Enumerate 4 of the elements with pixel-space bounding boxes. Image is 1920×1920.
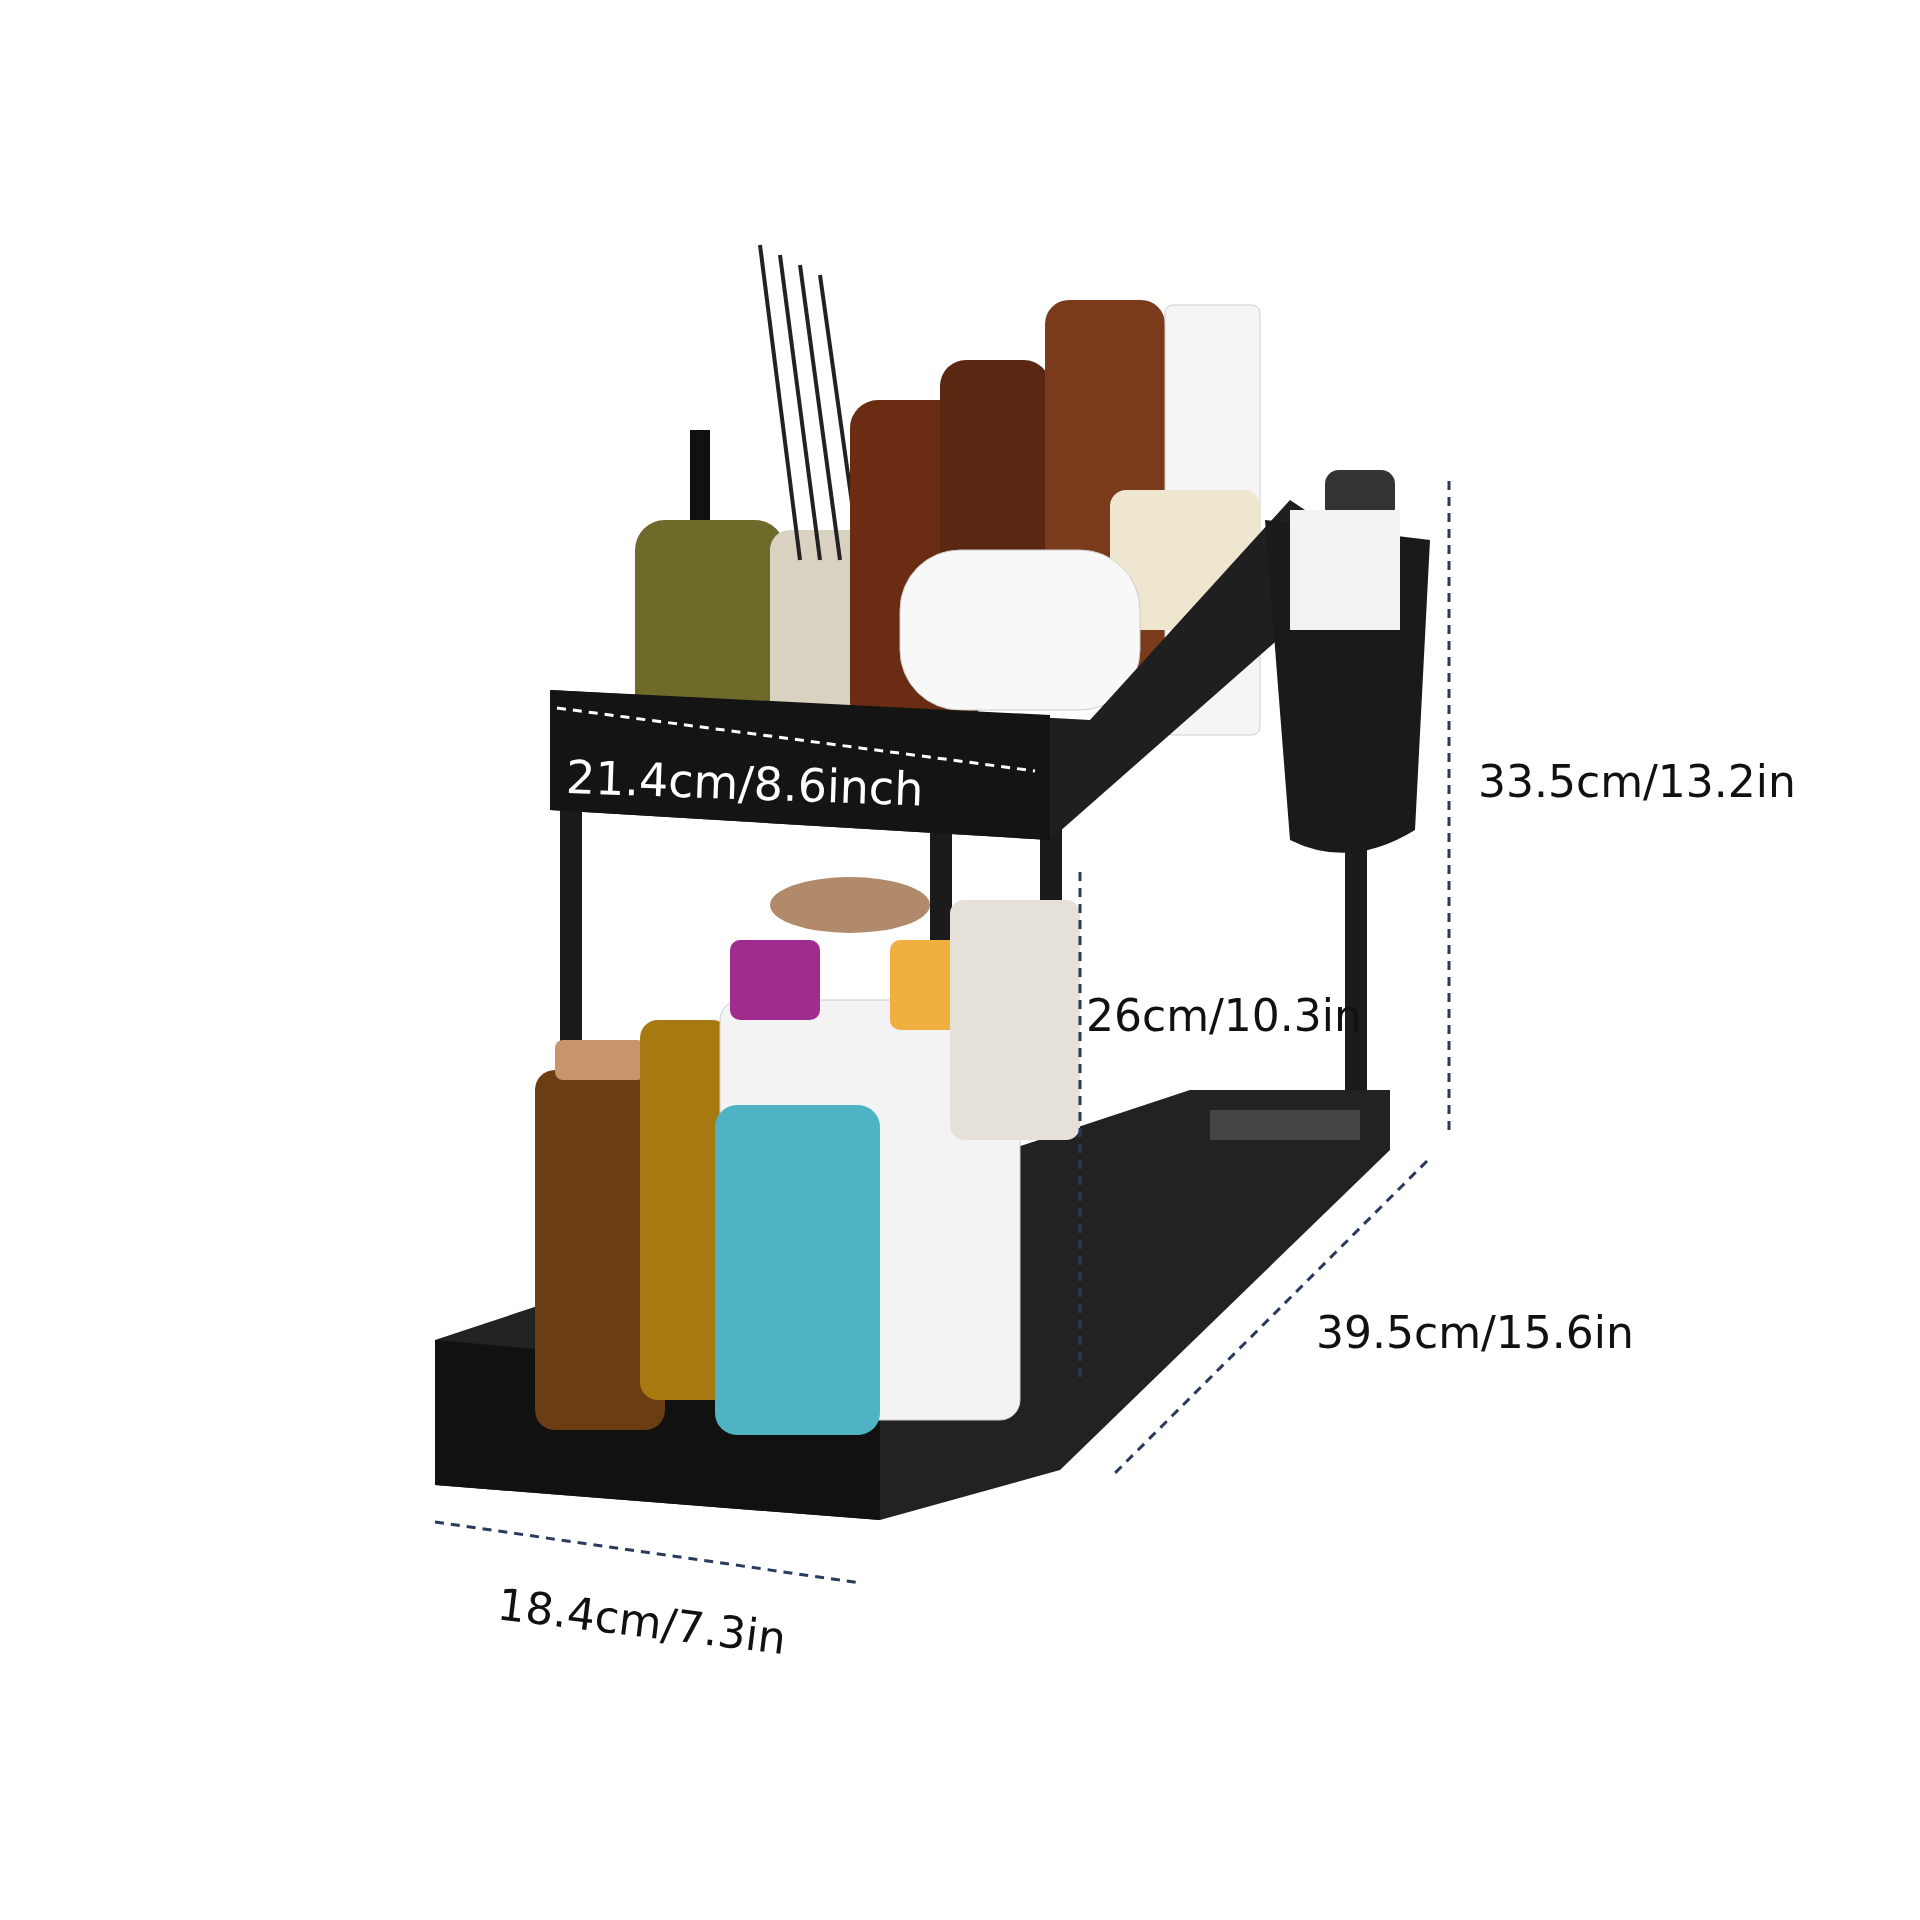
dimension-label: 21.4cm/8.6inch [565, 750, 925, 817]
dimension-label: 39.5cm/15.6in [1316, 1307, 1634, 1358]
dimension-label: 33.5cm/13.2in [1478, 756, 1796, 807]
dimension-label: 18.4cm/7.3in [494, 1578, 789, 1665]
